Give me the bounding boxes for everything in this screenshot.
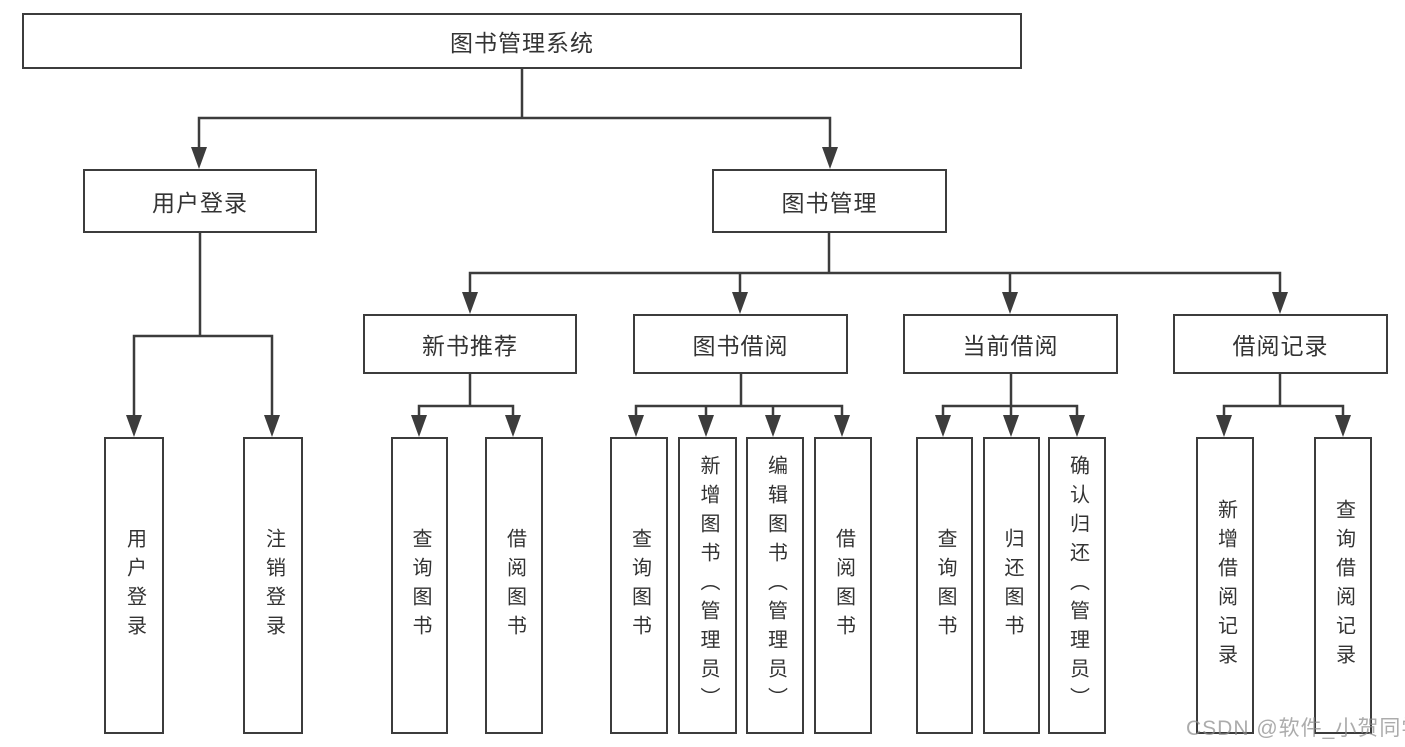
leaf-borrow-book: 借阅图书: [814, 437, 872, 734]
leaf-add-book-admin: 新增图书（管理员）: [678, 437, 737, 734]
leaf-query-book-borrowing: 查询图书: [610, 437, 668, 734]
leaf-edit-book-admin: 编辑图书（管理员）: [746, 437, 804, 734]
node-label: 图书管理系统: [450, 30, 594, 56]
node-label: 图书借阅: [692, 333, 789, 359]
node-label: 借阅图书: [832, 527, 855, 644]
node-label: 注销登录: [262, 527, 285, 644]
node-library-system: 图书管理系统: [22, 13, 1022, 69]
node-new-book-recommend: 新书推荐: [363, 314, 577, 374]
leaf-query-book-recommend: 查询图书: [391, 437, 448, 734]
node-label: 用户登录: [123, 527, 146, 644]
leaf-confirm-return-admin: 确认归还（管理员）: [1048, 437, 1106, 734]
node-label: 借阅图书: [503, 527, 526, 644]
leaf-add-borrow-record: 新增借阅记录: [1196, 437, 1254, 734]
node-label: 查询图书: [409, 527, 431, 644]
node-label: 编辑图书（管理员）: [764, 455, 787, 716]
node-label: 当前借阅: [962, 333, 1059, 359]
arrowhead-icons: [126, 147, 1351, 437]
node-label: 确认归还（管理员）: [1066, 455, 1089, 716]
node-label: 新书推荐: [422, 333, 518, 359]
node-label: 图书管理: [781, 190, 878, 216]
leaf-logout: 注销登录: [243, 437, 303, 734]
watermark: CSDN @软件_小贺同学: [1186, 717, 1405, 740]
connector-path: [132, 67, 1345, 418]
leaf-query-borrow-record: 查询借阅记录: [1314, 437, 1372, 734]
node-book-management: 图书管理: [712, 169, 947, 233]
leaf-borrow-book-recommend: 借阅图书: [485, 437, 543, 734]
node-label: 归还图书: [1001, 527, 1023, 644]
node-label: 用户登录: [152, 190, 248, 216]
node-current-borrowing: 当前借阅: [903, 314, 1118, 374]
node-borrowing-records: 借阅记录: [1173, 314, 1388, 374]
node-label: 新增借阅记录: [1214, 498, 1237, 673]
node-label: 查询图书: [934, 527, 956, 644]
node-label: 新增图书（管理员）: [697, 455, 719, 716]
leaf-query-book-current: 查询图书: [916, 437, 973, 734]
leaf-return-book: 归还图书: [983, 437, 1040, 734]
node-label: 查询借阅记录: [1332, 498, 1355, 673]
node-label: 查询图书: [628, 527, 651, 644]
leaf-user-login: 用户登录: [104, 437, 164, 734]
node-label: 借阅记录: [1232, 333, 1329, 359]
node-user-login: 用户登录: [83, 169, 317, 233]
node-book-borrowing: 图书借阅: [633, 314, 848, 374]
